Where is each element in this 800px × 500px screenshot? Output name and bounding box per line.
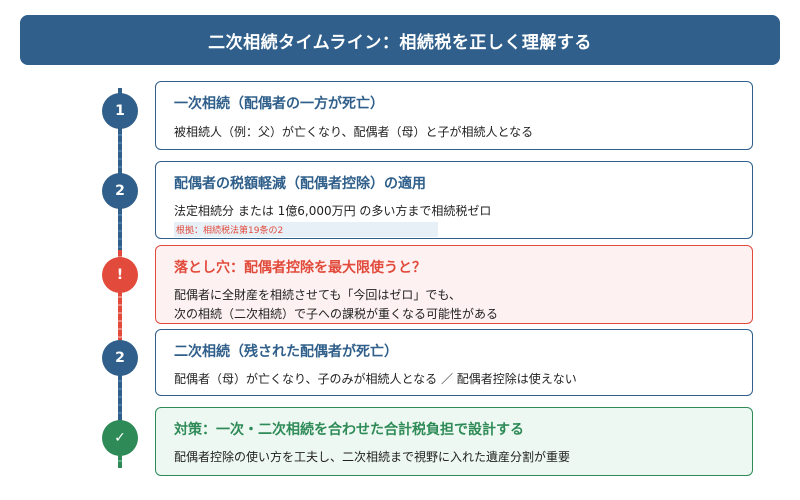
warning-marker: ! xyxy=(102,257,138,293)
card-text: 配偶者控除の使い方を工夫し、二次相続まで視野に入れた遺産分割が重要 xyxy=(174,450,571,464)
card-title: 一次相続（配偶者の一方が死亡） xyxy=(174,96,384,112)
card-text: 次の相続（二次相続）で子への課税が重くなる可能性がある xyxy=(174,307,499,321)
step-1-marker: 1 xyxy=(102,93,138,129)
step-card-pitfall: 落とし穴：配偶者控除を最大限使うと？ 配偶者に全財産を相続させても「今回はゼロ」… xyxy=(155,245,753,324)
timeline-connector xyxy=(118,88,122,250)
step-2-marker: 2 xyxy=(102,173,138,209)
step-card-secondary-inheritance: 二次相続（残された配偶者が死亡） 配偶者（母）が亡くなり、子のみが相続人となる … xyxy=(155,329,753,396)
card-title: 配偶者の税額軽減（配偶者控除）の適用 xyxy=(174,176,426,192)
step-card-strategy: 対策：一次・二次相続を合わせた合計税負担で設計する 配偶者控除の使い方を工夫し、… xyxy=(155,407,753,476)
page-title: 二次相続タイムライン：相続税を正しく理解する xyxy=(208,32,592,53)
legal-basis-note: 根拠：相続税法第19条の2 xyxy=(174,222,438,237)
header-banner: 二次相続タイムライン：相続税を正しく理解する xyxy=(20,15,780,65)
card-text: 被相続人（例：父）が亡くなり、配偶者（母）と子が相続人となる xyxy=(174,125,534,139)
card-text: 配偶者に全財産を相続させても「今回はゼロ」でも、 xyxy=(174,288,462,302)
card-title: 対策：一次・二次相続を合わせた合計税負担で設計する xyxy=(174,422,524,438)
card-title: 二次相続（残された配偶者が死亡） xyxy=(174,344,398,360)
card-text: 法定相続分 または 1億6,000万円 の多い方まで相続税ゼロ xyxy=(174,204,492,218)
step-card-primary-inheritance: 一次相続（配偶者の一方が死亡） 被相続人（例：父）が亡くなり、配偶者（母）と子が… xyxy=(155,81,753,150)
step-card-spousal-deduction: 配偶者の税額軽減（配偶者控除）の適用 法定相続分 または 1億6,000万円 の… xyxy=(155,161,753,239)
timeline-connector xyxy=(118,350,122,430)
check-marker: ✓ xyxy=(102,420,138,456)
card-text: 配偶者（母）が亡くなり、子のみが相続人となる ／ 配偶者控除は使えない xyxy=(174,372,577,386)
card-title: 落とし穴：配偶者控除を最大限使うと？ xyxy=(174,260,426,276)
step-3-marker: 2 xyxy=(102,340,138,376)
timeline-connector xyxy=(118,250,122,350)
